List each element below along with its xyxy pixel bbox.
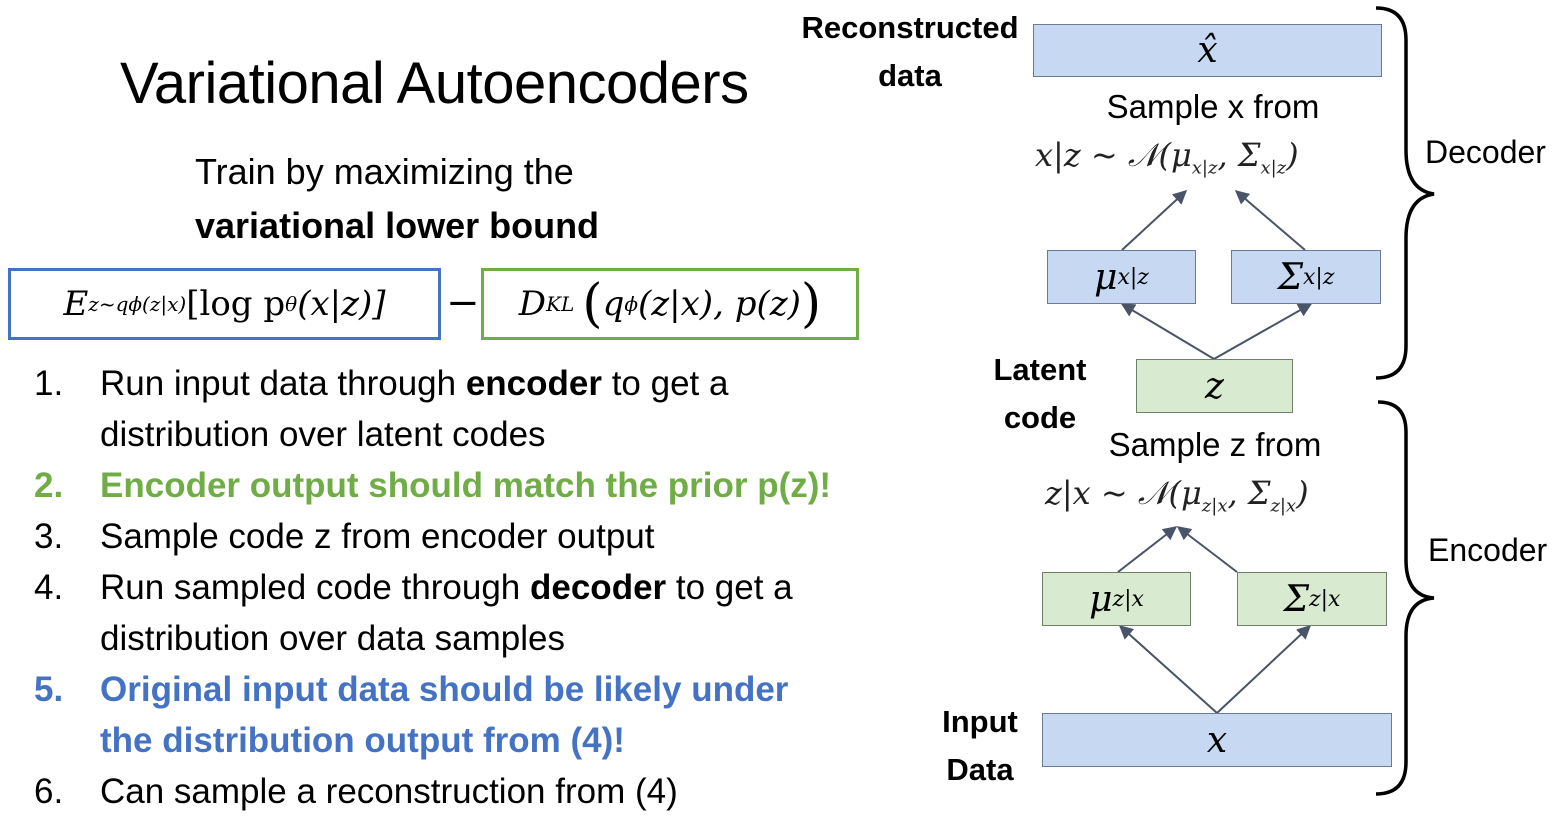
phi-subscript: ϕ <box>624 292 638 316</box>
step-text: Original input data should be likely und… <box>100 670 789 760</box>
encoder-sample-text: Sample z from <box>1108 426 1322 463</box>
decoder-sample-text: Sample x from <box>1106 88 1320 125</box>
step-text-fragment: Run input data through <box>100 364 466 403</box>
step-item: 6. Can sample a reconstruction from (4) <box>34 766 831 817</box>
step-item: 2. Encoder output should match the prior … <box>34 460 831 511</box>
input-x-node: x <box>1042 713 1392 767</box>
kl-body: (z|x), p(z) <box>638 284 801 324</box>
formula-lhs: z|x ~ 𝒩(μ <box>1045 474 1202 512</box>
step-text: Run input data through encoder to get a … <box>100 358 728 460</box>
mu-subscript: x|z <box>1117 264 1149 290</box>
step-number: 1. <box>34 364 64 403</box>
kl-subscript: KL <box>546 292 575 316</box>
arrow-sigma-xz-to-formula <box>1234 190 1306 251</box>
mu-symbol: μ <box>1094 256 1118 298</box>
step-number: 2. <box>34 466 64 505</box>
slide-title: Variational Autoencoders <box>120 51 749 116</box>
z-symbol: z <box>1205 365 1224 407</box>
subtitle: Train by maximizing the variational lowe… <box>195 145 599 253</box>
step-number: 6. <box>34 772 64 811</box>
kl-q: q <box>602 284 625 324</box>
step-text: Can sample a reconstruction from (4) <box>100 772 678 811</box>
arrow-x-to-mu-zx <box>1118 625 1218 714</box>
step-item: 4. Run sampled code through decoder to ge… <box>34 562 831 664</box>
decoder-label: Decoder <box>1425 134 1546 170</box>
subtitle-line-1: Train by maximizing the <box>195 151 574 192</box>
encoder-brace <box>1375 400 1435 796</box>
reconstructed-x-hat-node: x̂ <box>1033 24 1382 77</box>
mu-subscript: z|x <box>1112 586 1144 612</box>
sigma-symbol: Σ <box>1277 256 1304 298</box>
encoder-label: Encoder <box>1428 532 1548 568</box>
expectation-symbol: E <box>63 284 89 324</box>
formula-sub-1: z|x <box>1201 495 1228 517</box>
mu-symbol: μ <box>1089 578 1113 620</box>
minus-sign: − <box>446 280 480 326</box>
formula-sub-1: x|z <box>1191 157 1218 179</box>
expectation-tail: (x|z)] <box>297 284 386 324</box>
sigma-subscript: x|z <box>1303 264 1335 290</box>
formula-rhs: ) <box>1286 136 1299 174</box>
arrow-z-to-mu-xz <box>1120 303 1215 360</box>
encoder-distribution-formula: z|x ~ 𝒩(μz|x, Σz|x) <box>1045 474 1309 516</box>
latent-code-label: Latent code <box>993 352 1087 435</box>
step-text-fragment: to get a distribution over data samples <box>100 568 793 658</box>
arrow-z-to-sigma-xz <box>1213 303 1313 360</box>
theta-subscript: θ <box>285 292 298 316</box>
kl-close-paren: ) <box>800 274 822 334</box>
formula-lhs: x|z ~ 𝒩(μ <box>1035 136 1192 174</box>
expectation-body: [log p <box>186 284 286 324</box>
arrow-mu-zx-to-formula <box>1117 526 1178 573</box>
step-item: 3. Sample code z from encoder output <box>34 511 831 562</box>
x-hat-symbol: x̂ <box>1197 30 1218 71</box>
step-text: Encoder output should match the prior p(… <box>100 466 832 505</box>
sigma-subscript: z|x <box>1309 586 1341 612</box>
kl-symbol: D <box>518 284 547 324</box>
formula-mid: , Σ <box>1217 136 1261 174</box>
formula-mid: , Σ <box>1227 474 1271 512</box>
latent-z-node: z <box>1136 359 1293 413</box>
step-item: 1. Run input data through encoder to get … <box>34 358 831 460</box>
step-text: Sample code z from encoder output <box>100 517 655 556</box>
reconstructed-data-label: Reconstructed data <box>801 10 1019 93</box>
step-number: 3. <box>34 517 64 556</box>
subtitle-bold-term: variational lower bound <box>195 205 600 246</box>
step-text-fragment: to get a distribution over latent codes <box>100 364 729 454</box>
arrow-x-to-sigma-zx <box>1216 625 1312 714</box>
sigma-symbol: Σ <box>1283 578 1310 620</box>
step-text: Run sampled code through decoder to get … <box>100 562 793 664</box>
formula-sub-2: z|x <box>1270 495 1297 517</box>
kl-open-paren: ( <box>582 274 603 334</box>
input-data-label: Input Data <box>942 704 1018 787</box>
decoder-distribution-formula: x|z ~ 𝒩(μx|z, Σx|z) <box>1035 136 1299 178</box>
decoder-brace <box>1375 6 1435 380</box>
x-symbol: x <box>1206 719 1228 761</box>
step-number: 5. <box>34 670 64 709</box>
step-item: 5. Original input data should be likely u… <box>34 664 831 766</box>
formula-sub-2: x|z <box>1260 157 1287 179</box>
arrow-sigma-zx-to-formula <box>1176 526 1238 573</box>
steps-list: 1. Run input data through encoder to get … <box>34 358 831 817</box>
step-bold-term: decoder <box>530 568 667 607</box>
formula-rhs: ) <box>1296 474 1309 512</box>
step-text-fragment: Run sampled code through <box>100 568 530 607</box>
step-bold-term: encoder <box>465 364 602 403</box>
expectation-subscript: z~qϕ(z|x) <box>88 292 187 316</box>
step-number: 4. <box>34 568 64 607</box>
arrow-mu-xz-to-formula <box>1121 190 1188 251</box>
